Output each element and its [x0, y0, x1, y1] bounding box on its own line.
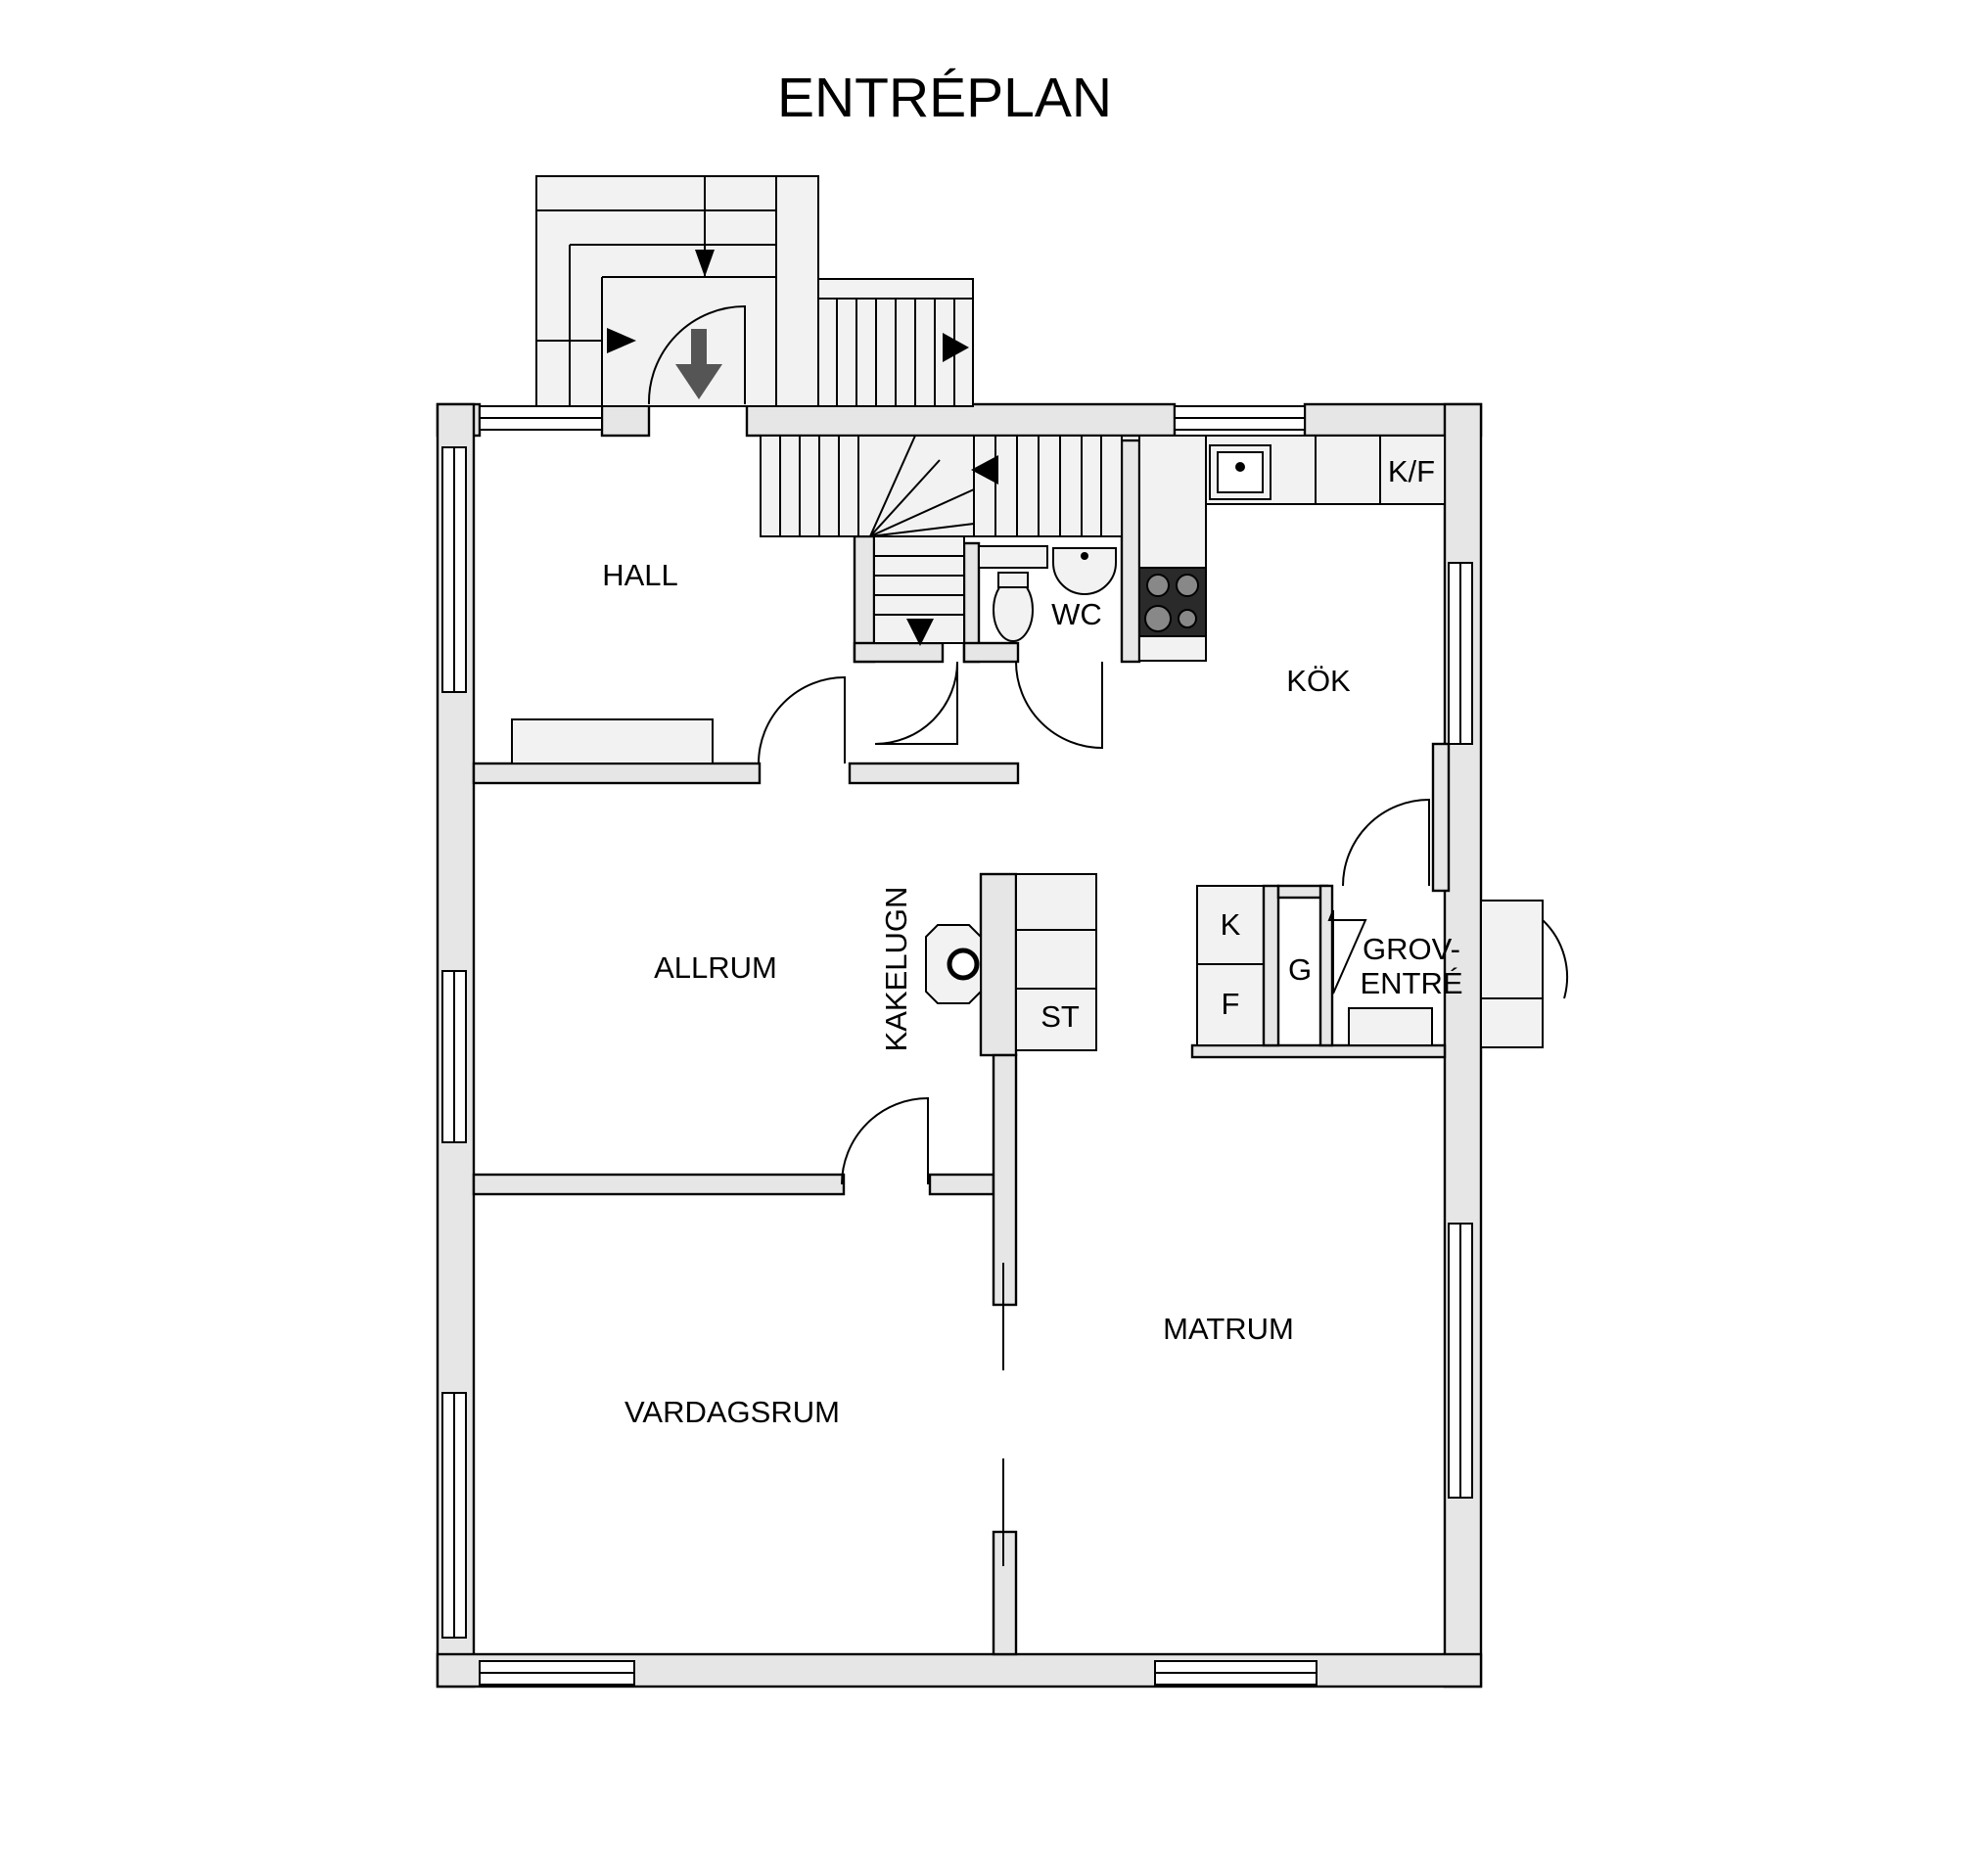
room-label-matrum: MATRUM [1163, 1312, 1294, 1346]
stair-arrow-icon [971, 455, 998, 485]
interior-walls [472, 439, 1451, 1656]
stair-arrow-icon [695, 250, 715, 277]
room-label-st: ST [1040, 999, 1080, 1034]
tiled-stove-area [925, 873, 1097, 1051]
wc-room [978, 545, 1117, 642]
stair-arrow-icon [607, 328, 636, 353]
room-label-k: K [1221, 907, 1241, 942]
stair-arrow-icon [906, 619, 934, 646]
room-label-vardagsrum: VARDAGSRUM [624, 1395, 840, 1429]
room-label-kok: KÖK [1286, 664, 1351, 698]
entrance-door [647, 304, 746, 405]
room-label-grov-1: GROV- [1363, 932, 1460, 966]
stair-arrow-icon [943, 333, 969, 362]
kitchen [1138, 435, 1446, 662]
hall-bench [511, 718, 714, 764]
room-label-wc: WC [1051, 597, 1102, 631]
exterior-stairs [535, 175, 974, 407]
room-label-hall: HALL [602, 558, 678, 592]
closets [1196, 884, 1433, 1047]
interior-staircase [760, 435, 1123, 646]
room-labels: HALL WC KÖK K/F ALLRUM KAKELUGN ST K F G… [602, 454, 1462, 1429]
entrance-arrow-icon [675, 329, 722, 399]
washbasin-icon [1052, 547, 1117, 595]
room-label-kakelugn: KAKELUGN [879, 887, 913, 1052]
room-label-grov-2: ENTRÉ [1360, 966, 1462, 1000]
room-label-kf: K/F [1388, 454, 1435, 488]
room-label-allrum: ALLRUM [654, 950, 777, 985]
doors [758, 661, 1569, 1566]
plan-title: ENTRÉPLAN [777, 67, 1112, 129]
room-label-g: G [1288, 952, 1312, 987]
windows [441, 405, 1473, 1686]
room-label-f: F [1222, 987, 1240, 1021]
